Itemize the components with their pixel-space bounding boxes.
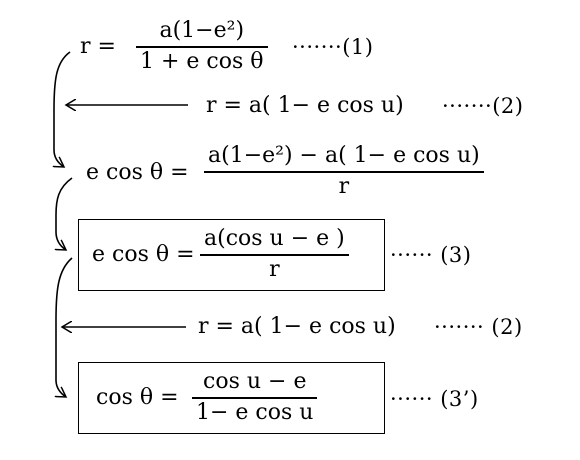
- eq2b-text: r = a( 1− e cos u): [198, 314, 396, 339]
- eq-mid-fraction: a(1−e²) − a( 1− e cos u) r: [204, 145, 484, 198]
- eq2a-text: r = a( 1− e cos u): [206, 93, 404, 118]
- eq3p-fraction: cos u − e 1− e cos u: [192, 369, 318, 425]
- eq1-tag: ·······(1): [292, 35, 374, 59]
- bracket-arrow-1: [54, 51, 71, 167]
- eq3-lhs: e cos θ =: [92, 242, 195, 267]
- bracket-arrow-2: [56, 177, 73, 250]
- eq3-denominator: r: [269, 256, 280, 282]
- eq1-lhs: r =: [80, 34, 116, 59]
- eq3p-box: [78, 362, 385, 434]
- eq3-fraction-bar: [200, 254, 349, 256]
- eq3-fraction: a(cos u − e ) r: [200, 228, 349, 281]
- eq-mid-fraction-bar: [204, 171, 484, 173]
- eq1-denominator: 1 + e cos θ: [140, 48, 264, 74]
- eq2a-tag: ·······(2): [442, 94, 524, 118]
- eq2b-tag: ······· (2): [434, 315, 523, 339]
- eq3p-denominator: 1− e cos u: [196, 399, 314, 425]
- eq3-box: [78, 219, 385, 291]
- eq1-fraction-bar: [136, 46, 268, 48]
- eq-mid-lhs: e cos θ =: [86, 160, 189, 185]
- eq-mid-numerator: a(1−e²) − a( 1− e cos u): [208, 143, 480, 168]
- eq3-tag: ······ (3): [390, 243, 472, 267]
- eq3p-lhs: cos θ =: [96, 385, 179, 410]
- bracket-arrow-3: [56, 257, 73, 397]
- eq3p-tag: ······ (3’): [390, 387, 479, 411]
- eq1-fraction: a(1−e²) 1 + e cos θ: [136, 20, 268, 73]
- eq3-numerator: a(cos u − e ): [204, 226, 345, 251]
- eq1-numerator: a(1−e²): [159, 18, 245, 43]
- eq-mid-denominator: r: [338, 173, 350, 199]
- eq3p-fraction-bar: [192, 397, 318, 399]
- eq3p-numerator: cos u − e: [203, 369, 307, 394]
